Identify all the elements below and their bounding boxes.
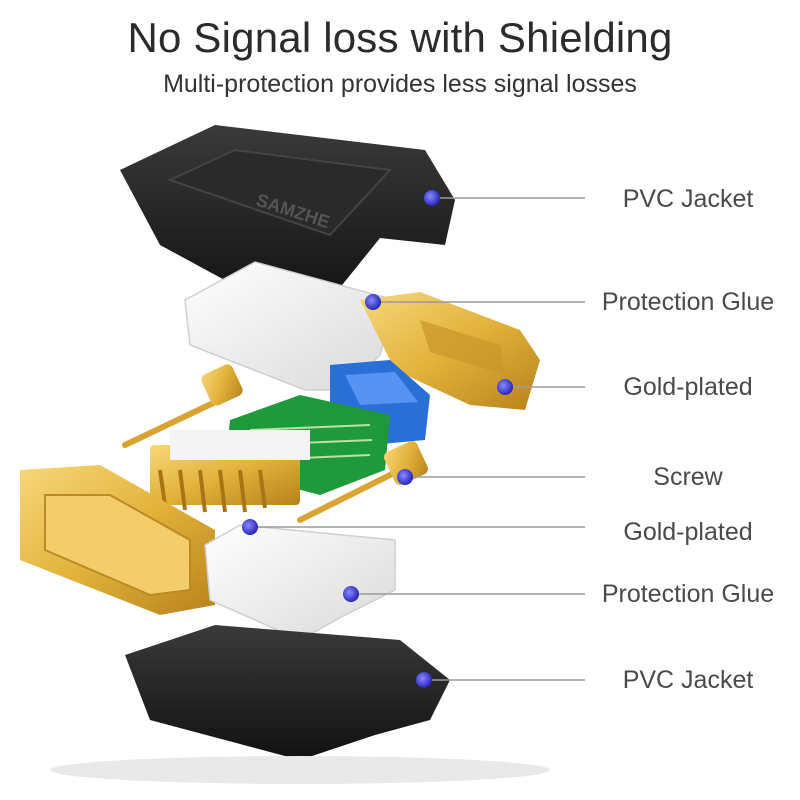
left-screw	[122, 364, 243, 448]
page-subtitle: Multi-protection provides less signal lo…	[163, 70, 637, 98]
marker-dot	[497, 379, 513, 395]
gold-shell-lower	[20, 465, 215, 615]
marker-dot	[416, 672, 432, 688]
label-screw: Screw	[653, 463, 723, 491]
label-pvc-jacket-top: PVC Jacket	[622, 185, 754, 213]
gold-pin-block	[150, 430, 310, 513]
label-gold-plated-top: Gold-plated	[623, 373, 753, 401]
bottom-protection-glue	[204, 524, 396, 641]
label-gold-plated-bottom: Gold-plated	[623, 518, 753, 546]
marker-dot	[424, 190, 440, 206]
right-screw	[297, 441, 428, 523]
marker-dot	[397, 469, 413, 485]
label-protection-glue-bottom: Protection Glue	[601, 580, 775, 608]
marker-dot	[242, 519, 258, 535]
bottom-pvc-jacket	[50, 625, 550, 784]
callout-leaders	[242, 190, 585, 688]
label-pvc-jacket-bottom: PVC Jacket	[622, 666, 754, 694]
marker-dot	[343, 586, 359, 602]
marker-dot	[365, 294, 381, 310]
label-protection-glue-top: Protection Glue	[601, 288, 775, 316]
top-pvc-jacket: SAMZHE	[120, 125, 455, 310]
page-title: No Signal loss with Shielding	[127, 14, 673, 61]
gold-shell-upper	[360, 292, 540, 410]
